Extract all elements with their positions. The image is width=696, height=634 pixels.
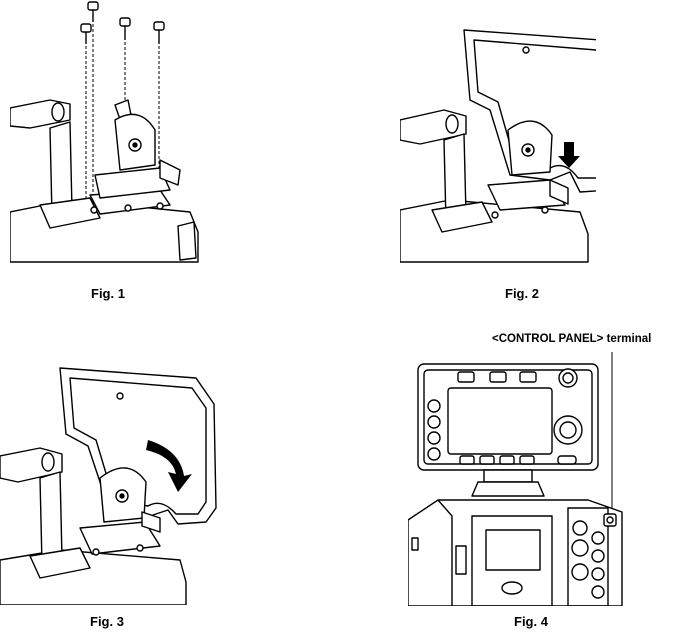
figure-2-caption: Fig. 2 xyxy=(505,286,539,301)
figure-3-illustration xyxy=(0,360,222,605)
figure-1-drawing xyxy=(10,1,199,263)
arrow-down-icon xyxy=(558,142,580,168)
figure-4-illustration xyxy=(408,350,634,606)
rotate-arrow-icon xyxy=(146,440,192,492)
figure-4-drawing xyxy=(408,352,623,606)
screw-icon xyxy=(119,17,131,40)
control-panel-screen xyxy=(447,387,553,455)
screw-icon xyxy=(87,1,99,22)
figure-1-illustration xyxy=(10,0,210,265)
figure-3-drawing xyxy=(0,367,217,605)
control-panel-terminal-label: <CONTROL PANEL> terminal xyxy=(492,333,652,345)
screw-icon xyxy=(80,23,92,44)
figure-1-caption: Fig. 1 xyxy=(91,286,125,301)
figure-2-drawing xyxy=(400,29,596,263)
screw-icon xyxy=(153,21,165,44)
figure-3-caption: Fig. 3 xyxy=(90,614,124,629)
figure-4-caption: Fig. 4 xyxy=(514,614,548,629)
figure-2-illustration xyxy=(400,10,596,265)
